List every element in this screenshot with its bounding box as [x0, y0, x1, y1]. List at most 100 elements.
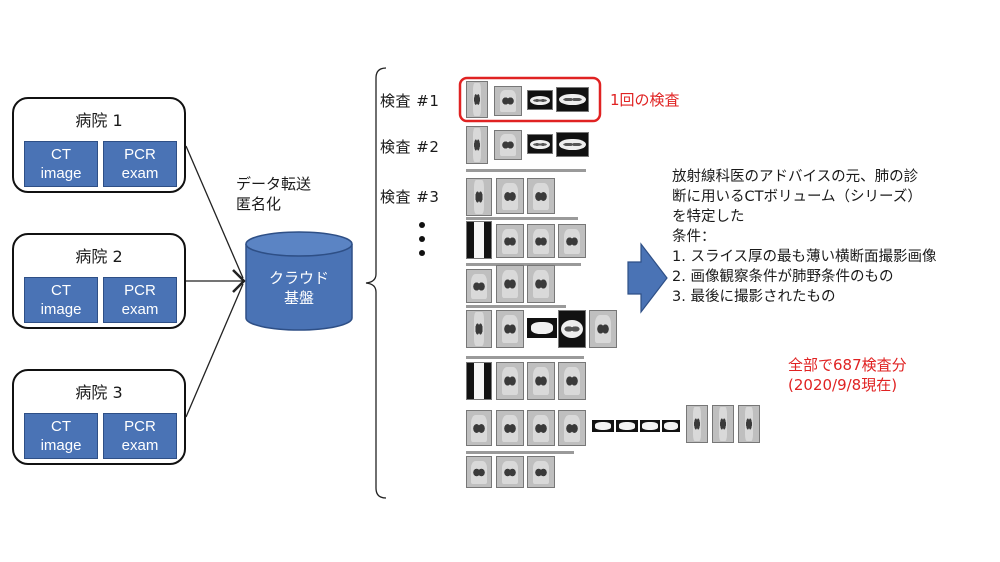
- notes-line: 条件：: [672, 229, 716, 245]
- scan-thumbnail: [558, 362, 586, 400]
- scan-thumbnail: [712, 405, 734, 443]
- ellipsis-dot: [419, 250, 425, 256]
- hospital-2-name: 病院 2: [75, 247, 123, 266]
- ellipsis-dot: [419, 236, 425, 242]
- scan-caption-line: [466, 217, 578, 220]
- scan-thumbnail: [494, 86, 522, 116]
- right-arrow-icon: [627, 242, 668, 314]
- scan-thumbnail: [556, 132, 589, 157]
- notes-line: 断に用いるCTボリューム（シリーズ）: [672, 189, 922, 205]
- ellipsis-dot: [419, 222, 425, 228]
- scan-thumbnail: [496, 178, 524, 214]
- cloud-label-line1: クラウド: [268, 269, 329, 287]
- scan-thumbnail: [466, 410, 492, 446]
- scan-thumbnail: [496, 310, 524, 348]
- scan-thumbnail: [466, 221, 492, 259]
- scan-thumbnail: [466, 362, 492, 400]
- hospital-3-ct-image: CT image: [24, 413, 98, 459]
- ct-label-line2: image: [40, 165, 82, 182]
- hospital-1-ct-image: CT image: [24, 141, 98, 187]
- pcr-label-line2: exam: [121, 437, 159, 454]
- scan-thumbnail: [466, 456, 492, 488]
- scan-thumbnail: [558, 310, 586, 348]
- condition-item: 3. 最後に撮影されたもの: [672, 289, 836, 305]
- scan-thumbnail: [466, 269, 492, 303]
- scan-thumbnail: [496, 456, 524, 488]
- scan-thumbnail: [616, 420, 638, 432]
- scan-thumbnail: [527, 456, 555, 488]
- scan-caption-line: [466, 169, 586, 172]
- scan-thumbnail: [686, 405, 708, 443]
- ct-label-line1: CT: [51, 146, 71, 163]
- hospital-2-ct-image: CT image: [24, 277, 98, 323]
- single-exam-highlight: [458, 76, 602, 123]
- hospital-2-box: 病院 2 CT image PCR exam: [12, 233, 186, 329]
- scan-thumbnail: [527, 362, 555, 400]
- hospital-1-pcr-exam: PCR exam: [103, 141, 177, 187]
- scan-thumbnail: [527, 224, 555, 258]
- single-exam-label: 1回の検査: [610, 91, 680, 109]
- scan-thumbnail: [527, 318, 557, 338]
- exam-label-2: 検査 #2: [380, 138, 440, 156]
- transfer-label: データ転送 匿名化: [236, 174, 311, 214]
- scan-thumbnail: [558, 410, 586, 446]
- selection-notes: 放射線科医のアドバイスの元、肺の診 断に用いるCTボリューム（シリーズ） を特定…: [672, 167, 937, 307]
- scan-thumbnail: [527, 134, 553, 154]
- hospital-1-box: 病院 1 CT image PCR exam: [12, 97, 186, 193]
- condition-item: 2. 画像観察条件が肺野条件のもの: [672, 269, 894, 285]
- scan-thumbnail: [527, 90, 553, 110]
- ct-label-line1: CT: [51, 418, 71, 435]
- transfer-label-line1: データ転送: [236, 175, 312, 193]
- notes-line: を特定した: [672, 209, 745, 225]
- condition-item: 1. スライス厚の最も薄い横断面撮影画像: [672, 249, 937, 265]
- hospital-1-name: 病院 1: [75, 111, 123, 130]
- scan-thumbnail: [662, 420, 680, 432]
- total-exams-date: (2020/9/8現在): [788, 376, 898, 394]
- scan-thumbnail: [466, 126, 488, 164]
- scan-thumbnail: [466, 81, 488, 118]
- scan-thumbnail: [558, 224, 586, 258]
- scan-thumbnail: [494, 130, 522, 160]
- total-exams-count: 全部で687検査分: [788, 356, 907, 374]
- hospital-2-pcr-exam: PCR exam: [103, 277, 177, 323]
- connector-hospital-3: [185, 283, 244, 418]
- pcr-label-line1: PCR: [124, 418, 156, 435]
- scan-thumbnail: [496, 362, 524, 400]
- scan-caption-line: [466, 451, 574, 454]
- ct-label-line2: image: [40, 301, 82, 318]
- scan-thumbnail: [527, 410, 555, 446]
- hospital-3-box: 病院 3 CT image PCR exam: [12, 369, 186, 465]
- scan-thumbnail: [556, 87, 589, 112]
- cloud-label-line2: 基盤: [283, 289, 314, 307]
- scan-caption-line: [466, 263, 581, 266]
- transfer-label-line2: 匿名化: [236, 195, 282, 213]
- connector-hospital-1: [185, 145, 244, 279]
- hospital-3-name: 病院 3: [75, 383, 123, 402]
- scan-thumbnail: [496, 410, 524, 446]
- scan-thumbnail: [466, 178, 492, 216]
- scan-thumbnail: [640, 420, 660, 432]
- pcr-label-line2: exam: [121, 301, 159, 318]
- scan-caption-line: [466, 356, 584, 359]
- pcr-label-line1: PCR: [124, 146, 156, 163]
- pcr-label-line2: exam: [121, 165, 159, 182]
- scan-thumbnail: [466, 310, 492, 348]
- pcr-label-line1: PCR: [124, 282, 156, 299]
- hospital-3-pcr-exam: PCR exam: [103, 413, 177, 459]
- ct-label-line2: image: [40, 437, 82, 454]
- scan-thumbnail: [589, 310, 617, 348]
- scan-thumbnail: [592, 420, 614, 432]
- arrowhead-into-cloud: [232, 269, 246, 293]
- exam-label-1: 検査 #1: [380, 92, 440, 110]
- scan-thumbnail: [738, 405, 760, 443]
- brace-icon: [365, 67, 387, 499]
- notes-line: 放射線科医のアドバイスの元、肺の診: [672, 169, 919, 185]
- exam-label-3: 検査 #3: [380, 188, 440, 206]
- cloud-cylinder-icon: [245, 231, 353, 331]
- scan-thumbnail: [496, 265, 524, 303]
- scan-thumbnail: [496, 224, 524, 258]
- scan-thumbnail: [527, 265, 555, 303]
- scan-caption-line: [466, 305, 566, 308]
- scan-thumbnail: [527, 178, 555, 214]
